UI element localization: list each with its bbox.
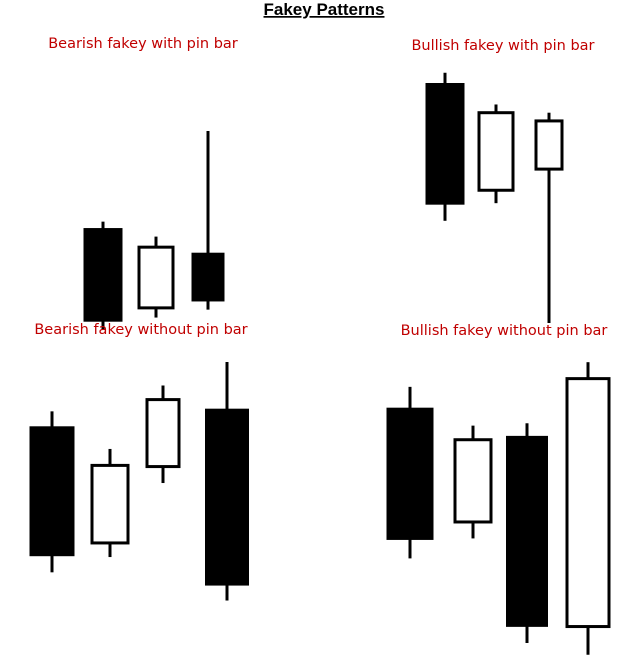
bearish-candle <box>425 72 465 221</box>
candle-body <box>425 83 465 205</box>
diagram-title: Fakey Patterns <box>264 0 385 19</box>
candle-body <box>453 438 493 524</box>
panel-label: Bullish fakey without pin bar <box>401 323 608 339</box>
panel-label: Bullish fakey with pin bar <box>411 38 594 54</box>
candle-body <box>477 111 515 192</box>
bullish-candle <box>565 362 611 655</box>
bullish-candle <box>137 236 175 318</box>
candle-body <box>534 119 564 171</box>
candles-group <box>83 131 225 330</box>
bullish-candle <box>453 425 493 539</box>
panel-bearish-fakey-with-pin-bar: Bearish fakey with pin bar <box>48 36 238 330</box>
candle-body <box>565 377 611 629</box>
bearish-candle <box>506 423 548 643</box>
candles-group <box>425 72 564 324</box>
panel-bullish-fakey-with-pin-bar: Bullish fakey with pin bar <box>411 38 595 324</box>
panel-bearish-fakey-without-pin-bar: Bearish fakey without pin bar <box>29 322 249 601</box>
panel-label: Bearish fakey without pin bar <box>34 322 247 338</box>
panel-bullish-fakey-without-pin-bar: Bullish fakey without pin bar <box>386 323 611 655</box>
candles-group <box>29 362 249 601</box>
bearish-candle <box>191 131 225 310</box>
bearish-candle <box>386 386 434 559</box>
candles-group <box>386 362 611 655</box>
candle-body <box>386 407 434 540</box>
candle-body <box>90 463 130 545</box>
bullish-candle <box>534 112 564 324</box>
bullish-candle <box>477 104 515 204</box>
candle-body <box>205 408 249 586</box>
candle-body <box>145 398 181 469</box>
panel-label: Bearish fakey with pin bar <box>48 36 238 52</box>
candle-body <box>29 426 75 557</box>
bullish-candle <box>90 448 130 558</box>
bullish-candle <box>145 385 181 484</box>
bearish-candle <box>29 411 75 573</box>
candle-body <box>191 252 225 302</box>
candle-body <box>137 245 175 310</box>
candle-body <box>83 228 123 322</box>
bearish-candle <box>83 221 123 330</box>
bearish-candle <box>205 362 249 601</box>
candle-body <box>506 435 548 627</box>
